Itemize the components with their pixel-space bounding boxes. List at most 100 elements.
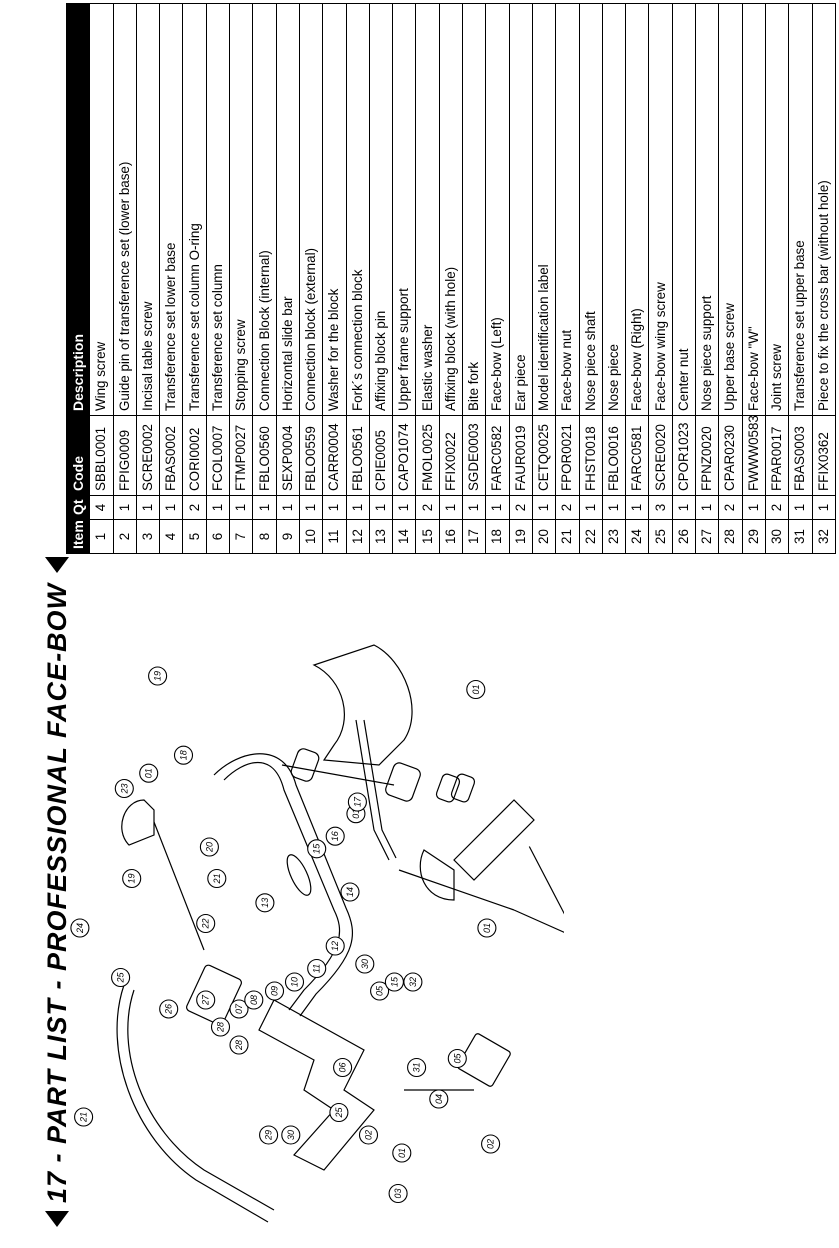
cell-item: 14 <box>392 519 416 554</box>
cell-qt: 1 <box>672 495 696 520</box>
callout-circle <box>229 999 249 1019</box>
cell-description: Guide pin of transference set (lower bas… <box>113 3 137 416</box>
bite-fork-stem <box>355 719 390 861</box>
callout-label: 06 <box>338 1062 348 1072</box>
callout-23: 23 <box>114 778 134 799</box>
cell-description: Face-bow wing screw <box>648 3 673 416</box>
callout-label: 01 <box>144 768 154 778</box>
callout-circle <box>281 1125 301 1145</box>
callout-03: 03 <box>388 1183 408 1204</box>
callout-01: 01 <box>392 1143 412 1163</box>
callout-08: 08 <box>244 990 264 1010</box>
callout-25: 25 <box>111 967 131 988</box>
cell-item: 1 <box>89 519 114 554</box>
header-item: Item <box>66 519 90 554</box>
cell-qt: 1 <box>812 495 836 520</box>
cell-description: Stopping screw <box>229 3 253 416</box>
callout-label: 03 <box>393 1188 403 1198</box>
callout-circle <box>74 1107 94 1127</box>
callout-label: 07 <box>234 1003 244 1014</box>
cell-qt: 1 <box>742 495 766 520</box>
callout-24: 24 <box>70 918 90 938</box>
cell-code: FBLO0016 <box>602 415 626 496</box>
cell-qt: 1 <box>229 495 253 520</box>
cell-qt: 1 <box>322 495 347 520</box>
cell-qt: 1 <box>369 495 393 520</box>
cell-description: Face-bow nut <box>555 3 580 416</box>
cell-description: Transference set column <box>206 3 230 416</box>
cell-code: FCOL0007 <box>206 415 230 496</box>
callout-circle <box>370 981 390 1001</box>
callout-circle <box>355 954 375 974</box>
callout-29: 29 <box>259 1125 279 1145</box>
callout-30: 30 <box>281 1125 301 1145</box>
cell-item: 25 <box>648 519 673 554</box>
cell-item: 31 <box>788 519 812 554</box>
callout-label: 01 <box>397 1148 407 1158</box>
cell-item: 5 <box>182 519 207 554</box>
drawing-lines <box>116 644 605 1223</box>
cell-description: Affixing block pin <box>369 3 393 416</box>
cell-qt: 1 <box>276 495 300 520</box>
callout-label: 32 <box>408 977 418 987</box>
cell-item: 18 <box>485 519 510 554</box>
callout-30: 30 <box>355 954 375 974</box>
cell-description: Incisal table screw <box>136 3 160 416</box>
cell-description: Center nut <box>672 3 696 416</box>
drawing-svg: 0101010101020203040505060708091011121314… <box>70 644 605 1223</box>
callout-label: 21 <box>79 1112 89 1123</box>
cell-item: 24 <box>625 519 649 554</box>
callout-circle <box>466 679 486 700</box>
cell-code: CORI0002 <box>182 415 207 496</box>
cell-qt: 3 <box>648 495 673 520</box>
cell-code: FARC0581 <box>625 415 649 496</box>
cell-item: 7 <box>229 519 253 554</box>
cell-item: 9 <box>276 519 300 554</box>
callout-11: 11 <box>307 958 327 979</box>
callout-label: 13 <box>260 898 270 908</box>
cell-code: CAPO1074 <box>392 415 416 496</box>
callout-circle <box>210 1017 231 1037</box>
cell-item: 12 <box>346 519 370 554</box>
cell-qt: 1 <box>485 495 510 520</box>
cell-qt: 1 <box>392 495 416 520</box>
cell-qt: 1 <box>625 495 649 520</box>
callout-label: 21 <box>212 873 222 884</box>
cell-description: Piece to fix the cross bar (without hole… <box>812 3 836 416</box>
callout-circle <box>114 778 134 799</box>
callout-28: 28 <box>229 1035 249 1055</box>
cell-code: FHST0018 <box>579 415 603 496</box>
cell-item: 6 <box>206 519 230 554</box>
cell-code: CETQ0025 <box>532 415 556 496</box>
cell-description: Upper base screw <box>718 3 743 416</box>
callout-15: 15 <box>384 972 404 992</box>
cell-code: FPOR0021 <box>555 415 580 496</box>
callout-22: 22 <box>196 913 216 934</box>
callout-circle <box>264 981 285 1001</box>
callout-circle <box>244 990 264 1010</box>
callout-12: 12 <box>325 936 345 956</box>
cell-code: CPOR1023 <box>672 415 696 496</box>
callout-circle <box>196 990 216 1010</box>
cell-code: FBLO0560 <box>252 415 277 496</box>
callout-label: 15 <box>312 843 322 854</box>
cell-item: 22 <box>579 519 603 554</box>
callout-label: 05 <box>452 1053 462 1064</box>
cell-description: Upper frame support <box>392 3 416 416</box>
header-qt: Qt <box>66 495 90 520</box>
callout-circle <box>139 763 159 783</box>
cell-description: Horizontal slide bar <box>276 3 300 416</box>
